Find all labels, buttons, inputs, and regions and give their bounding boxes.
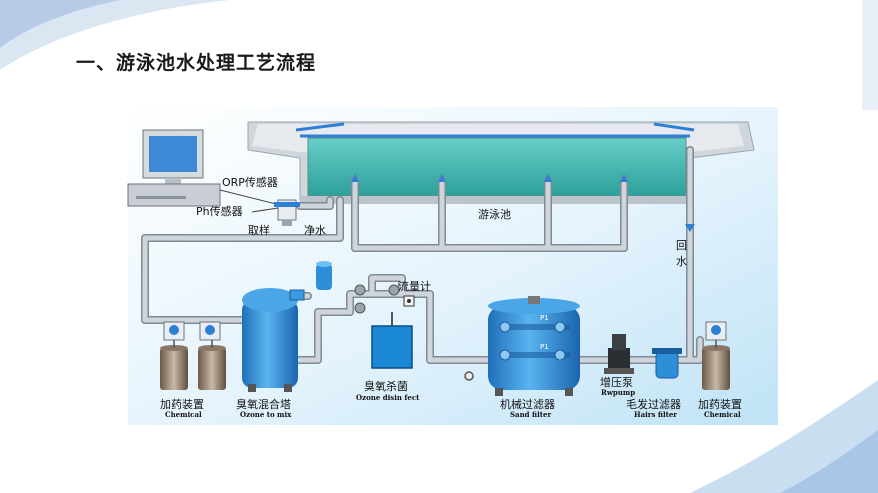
sand-filter-label-en: Sand filter: [510, 410, 551, 419]
chemical-right-label: 加药装置: [698, 398, 742, 411]
drain-valve: [464, 371, 474, 381]
inlet-arrows: [351, 174, 628, 182]
chemical-dosing-right: [702, 321, 730, 390]
ozone-mix-tower: [242, 261, 332, 392]
ozone-mix-label: 臭氧混合塔: [236, 397, 291, 411]
flow-meter-label: 流量计: [398, 279, 431, 293]
computer-monitor: [127, 129, 281, 207]
return-arrow: [685, 224, 695, 232]
corner-decoration-top-left: [0, 0, 230, 70]
sensor-assembly: [251, 199, 300, 226]
sand-filter-label: 机械过滤器: [500, 397, 555, 411]
chemical-dosing-left: [160, 321, 226, 390]
swimming-pool: [247, 121, 755, 204]
booster-pump-label-en: Rwpump: [601, 388, 635, 397]
hair-filter: [652, 348, 682, 379]
booster-pump: [604, 334, 634, 374]
valve-assembly: [354, 284, 400, 314]
orp-sensor-label: ORP传感器: [222, 176, 278, 189]
ozone-disinfect-label-en: Ozone disin fect: [356, 393, 420, 402]
corner-decoration-bottom-right: [690, 380, 878, 493]
page-title: 一、游泳池水处理工艺流程: [76, 52, 317, 74]
flow-meter: [403, 295, 415, 307]
chemical-left-label: 加药装置: [160, 398, 204, 411]
return-water-label-2: 水: [676, 255, 687, 268]
booster-pump-label: 增压泵: [600, 375, 633, 389]
sampling-label: 取样: [248, 223, 270, 237]
gauge-label-lower: P1: [540, 343, 549, 351]
ozone-disinfection-unit: [371, 312, 413, 369]
chemical-left-label-en: Chemical: [165, 410, 202, 419]
hair-filter-label-en: Hairs filter: [634, 410, 677, 419]
hair-filter-label: 毛发过滤器: [626, 397, 681, 411]
corner-decoration-top-right: [862, 0, 878, 110]
chemical-right-label-en: Chemical: [704, 410, 741, 419]
ozone-mix-label-en: Ozone to mix: [240, 410, 292, 419]
ozone-disinfect-label: 臭氧杀菌: [364, 379, 408, 393]
sand-filter: [488, 296, 580, 396]
clean-water-label: 净水: [304, 223, 326, 237]
ph-sensor-label: Ph传感器: [196, 205, 243, 218]
pool-label: 游泳池: [478, 207, 511, 221]
return-water-label-1: 回: [676, 239, 687, 252]
gauge-label-upper: P1: [540, 314, 549, 322]
